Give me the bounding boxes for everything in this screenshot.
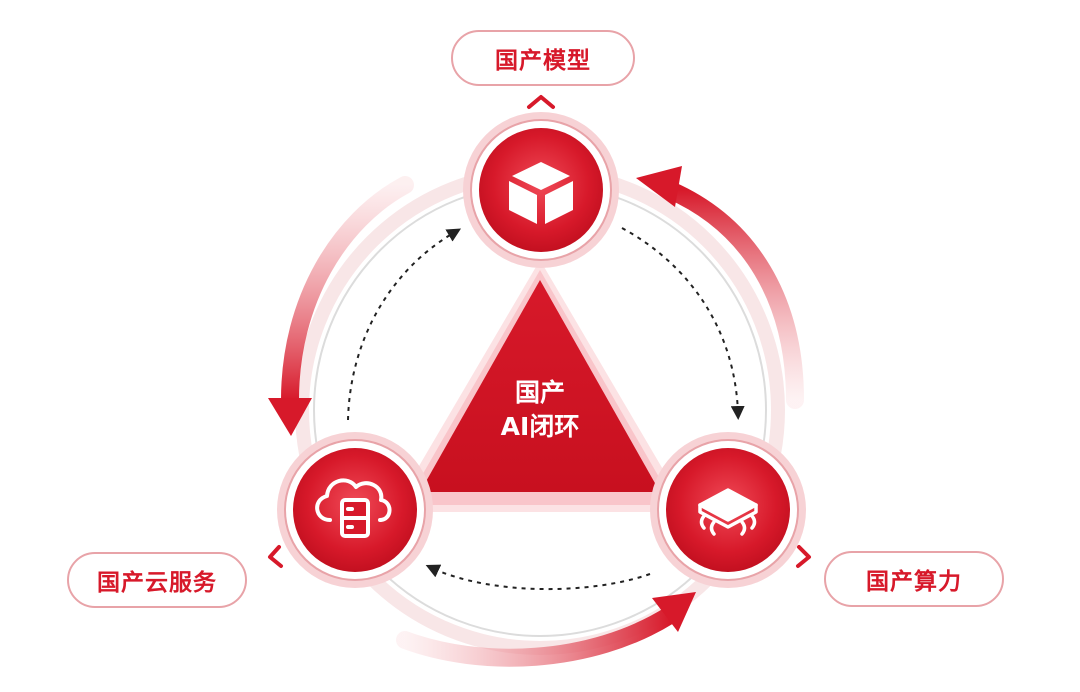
center-title-line2: AI闭环 <box>500 412 580 441</box>
node-cloud <box>277 432 433 588</box>
label-model: 国产模型 <box>451 30 635 86</box>
arc-arrow-bottom <box>396 606 679 667</box>
dashed-arrow-right <box>621 227 745 420</box>
label-cloud-service: 国产云服务 <box>67 552 247 608</box>
dashed-arrow-bottom <box>425 564 651 591</box>
center-triangle <box>420 280 660 492</box>
cloud-server-icon <box>315 478 392 538</box>
arc-arrow-left <box>281 176 414 409</box>
arc-arrow-bottom-head <box>652 592 696 632</box>
arc-arrow-right-head <box>636 166 682 207</box>
arc-arrow-right <box>661 181 804 409</box>
chevron-right-icon <box>796 545 811 568</box>
dashed-arrow-left <box>347 228 462 421</box>
node-model <box>463 112 619 268</box>
cube-icon <box>509 162 573 224</box>
chevron-left-icon <box>268 545 283 568</box>
label-compute: 国产算力 <box>824 551 1004 607</box>
chip-icon <box>698 488 758 536</box>
arc-arrow-left-head <box>268 398 312 436</box>
chevron-up-icon <box>527 95 555 109</box>
center-title-line1: 国产 <box>514 378 565 407</box>
node-compute <box>650 432 806 588</box>
